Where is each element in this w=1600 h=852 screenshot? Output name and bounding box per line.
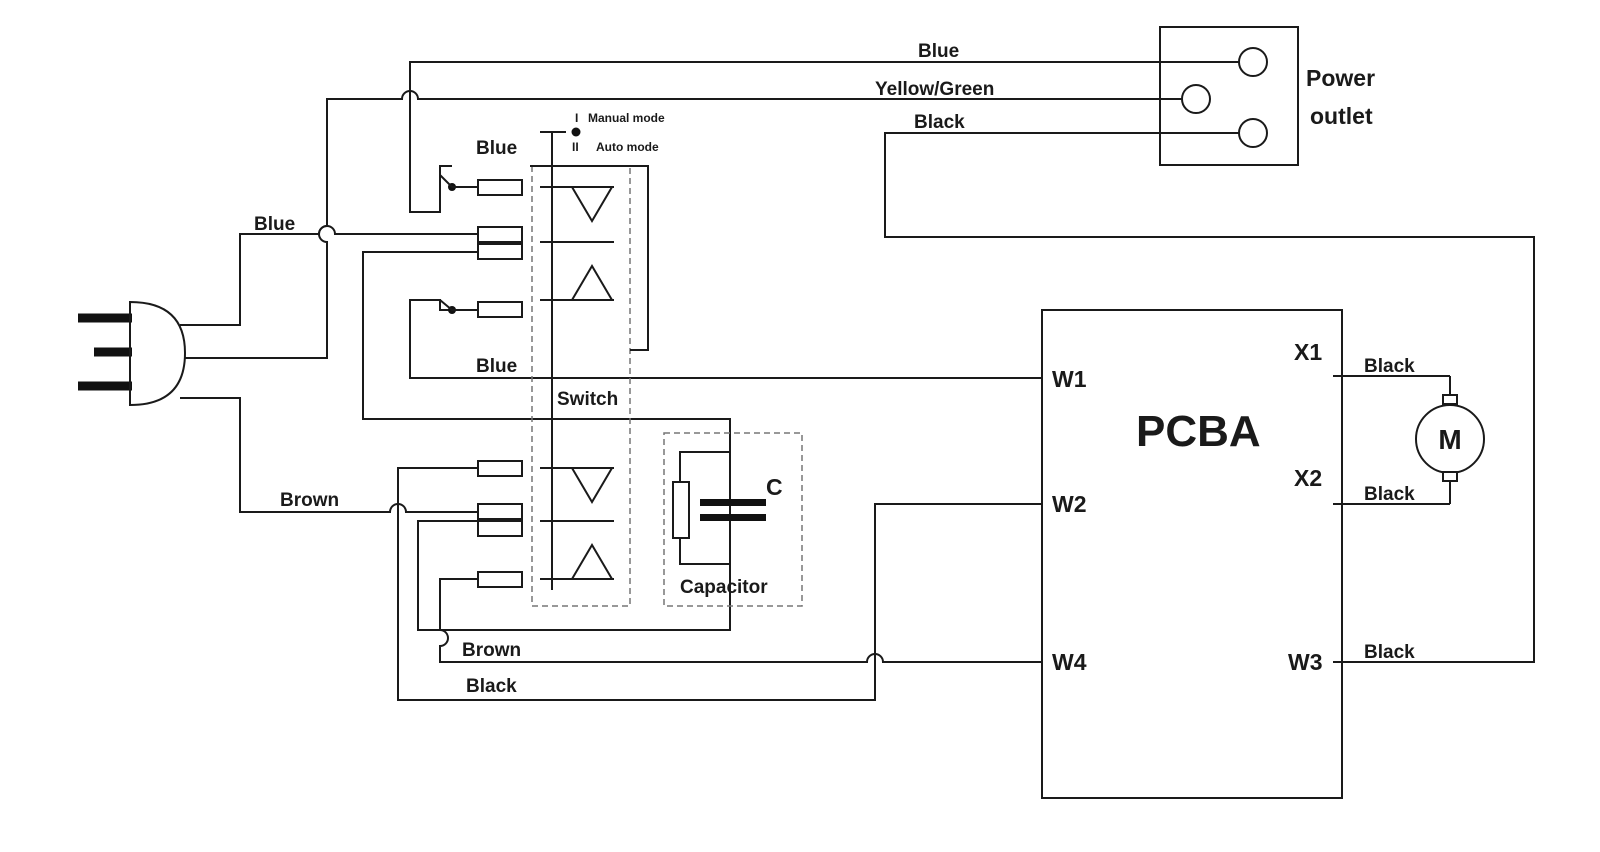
wire-label-yellow-green: Yellow/Green — [875, 79, 994, 100]
mode2-numeral: II — [572, 140, 579, 154]
switch-terminal — [477, 226, 523, 243]
switch-label: Switch — [557, 389, 618, 410]
wire-label-lower-brown: Brown — [462, 640, 521, 661]
wires-top — [180, 61, 1535, 701]
pcba-pin-x1: X1 — [1294, 339, 1322, 365]
pcba-pin-w4: W4 — [1052, 649, 1087, 675]
pcba-board — [1041, 309, 1450, 799]
switch-terminal — [477, 460, 523, 477]
wire-label-w1-blue: Blue — [476, 356, 517, 377]
mode1-numeral: I — [575, 111, 578, 125]
resistor — [672, 481, 690, 539]
outlet-label-line1: Power — [1306, 65, 1375, 91]
motor-brush-top — [1442, 394, 1458, 405]
wire-label-x2-black: Black — [1364, 484, 1415, 505]
switch-terminal — [477, 179, 523, 196]
wire-label-blue: Blue — [918, 41, 959, 62]
wire-label-x1-black: Black — [1364, 356, 1415, 377]
mode2-label: Auto mode — [596, 140, 659, 154]
outlet-box — [1159, 26, 1299, 166]
capacitor-plate-bottom — [700, 514, 766, 521]
outlet-socket-bottom — [1238, 118, 1268, 148]
switch-contact-down — [570, 186, 614, 223]
wire-label-switch-blue: Blue — [476, 138, 517, 159]
wire-label-w3-black: Black — [1364, 642, 1415, 663]
capacitor-symbol: C — [766, 474, 783, 500]
switch-contact-up — [570, 543, 614, 580]
labels: Blue Yellow/Green Black Power outlet I M… — [254, 41, 1462, 697]
capacitor-dashed-outline — [663, 432, 803, 607]
pcba-outline — [1041, 309, 1343, 799]
switch-dashed-outline — [531, 165, 631, 607]
wire-label-black: Black — [914, 112, 965, 133]
power-plug — [78, 300, 187, 407]
pcba-pin-w2: W2 — [1052, 491, 1087, 517]
switch-assembly — [477, 127, 649, 607]
power-outlet — [1159, 26, 1299, 166]
motor — [1415, 376, 1485, 504]
switch-terminal — [477, 243, 523, 260]
capacitor-plate-top — [700, 499, 766, 506]
switch-contact-up — [570, 264, 614, 301]
motor-symbol: M — [1438, 424, 1461, 455]
capacitor-assembly — [663, 432, 803, 607]
mode1-label: Manual mode — [588, 111, 665, 125]
pcba-pin-x2: X2 — [1294, 465, 1322, 491]
pcba-pin-w1: W1 — [1052, 366, 1087, 392]
switch-terminal — [477, 571, 523, 588]
mode-indicator-dot — [571, 127, 581, 137]
outlet-label-line2: outlet — [1310, 103, 1373, 129]
pcba-pin-w3: W3 — [1288, 649, 1323, 675]
outlet-socket-ground — [1181, 84, 1211, 114]
switch-terminal — [477, 503, 523, 520]
capacitor-label: Capacitor — [680, 577, 768, 598]
pcba-title: PCBA — [1136, 407, 1261, 456]
wire-label-plug-blue: Blue — [254, 214, 295, 235]
wire-label-lower-black: Black — [466, 676, 517, 697]
switch-contact-down — [570, 467, 614, 504]
wire-label-plug-brown: Brown — [280, 490, 339, 511]
motor-brush-bottom — [1442, 471, 1458, 482]
switch-terminal — [477, 520, 523, 537]
switch-terminal — [477, 301, 523, 318]
outlet-socket-top — [1238, 47, 1268, 77]
plug-body — [129, 300, 187, 407]
